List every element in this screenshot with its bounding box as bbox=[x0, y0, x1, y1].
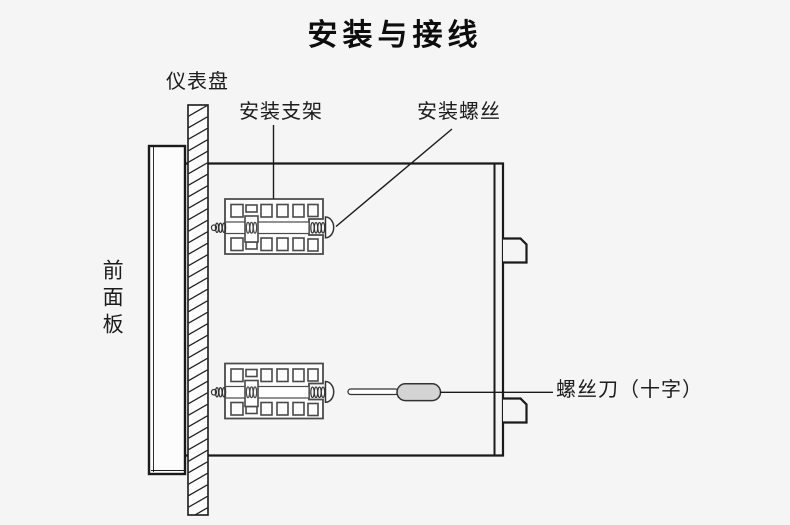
label-mounting-bracket: 安装支架 bbox=[239, 99, 323, 123]
instrument-panel-wall bbox=[187, 104, 209, 516]
label-screwdriver: 螺丝刀（十字） bbox=[556, 377, 703, 401]
label-mounting-screw: 安装螺丝 bbox=[417, 99, 501, 123]
meter-body bbox=[185, 162, 505, 457]
label-front-panel: 前面板 bbox=[100, 259, 125, 340]
screwdriver-handle bbox=[396, 383, 442, 402]
mounting-bracket-top bbox=[210, 198, 335, 255]
leader-line-mounting-screw bbox=[335, 128, 453, 228]
mounting-bracket-bottom bbox=[210, 362, 335, 420]
front-panel-bezel bbox=[147, 144, 187, 476]
case-latch-bottom bbox=[503, 397, 528, 424]
label-instrument-panel: 仪表盘 bbox=[166, 69, 229, 93]
screwdriver bbox=[347, 383, 442, 402]
page-title: 安装与接线 bbox=[307, 18, 483, 53]
screwdriver-shaft bbox=[347, 388, 399, 396]
case-latch-top bbox=[503, 237, 528, 264]
